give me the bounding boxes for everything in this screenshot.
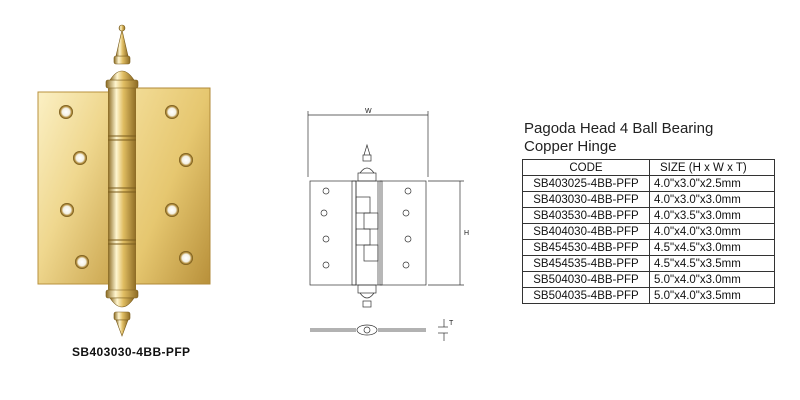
code-cell: SB403530-4BB-PFP <box>522 207 650 224</box>
thickness-label: T <box>449 320 454 327</box>
code-cell: SB404030-4BB-PFP <box>522 223 650 240</box>
product-title-line1: Pagoda Head 4 Ball Bearing <box>524 120 714 137</box>
product-title: Pagoda Head 4 Ball Bearing Copper Hinge <box>524 120 764 156</box>
right-screw-holes <box>165 105 193 265</box>
drawing-left-leaf <box>309 180 357 286</box>
hinge-photo <box>37 24 211 337</box>
code-header: CODE <box>522 159 650 176</box>
size-cell: 4.0"x3.0"x3.0mm <box>649 191 775 208</box>
code-cell: SB504030-4BB-PFP <box>522 271 650 288</box>
hinge-left-leaf <box>37 91 121 285</box>
size-cell: 4.0"x3.5"x3.0mm <box>649 207 775 224</box>
code-cell: SB454530-4BB-PFP <box>522 239 650 256</box>
height-label: H <box>464 230 469 237</box>
table-row: SB403025-4BB-PFP 4.0"x3.0"x2.5mm <box>522 175 775 192</box>
code-cell: SB403030-4BB-PFP <box>522 191 650 208</box>
spec-table-header-row: CODE SIZE (H x W x T) <box>522 159 775 176</box>
hinge-barrel <box>108 86 136 292</box>
drawing-screw-holes <box>320 187 412 269</box>
size-cell: 5.0"x4.0"x3.0mm <box>649 271 775 288</box>
table-row: SB454535-4BB-PFP 4.5"x4.5"x3.5mm <box>522 255 775 272</box>
code-cell: SB504035-4BB-PFP <box>522 287 650 304</box>
table-row: SB403530-4BB-PFP 4.0"x3.5"x3.0mm <box>522 207 775 224</box>
model-caption: SB403030-4BB-PFP <box>72 345 191 359</box>
table-row: SB504030-4BB-PFP 5.0"x4.0"x3.0mm <box>522 271 775 288</box>
size-cell: 5.0"x4.0"x3.5mm <box>649 287 775 304</box>
size-cell: 4.5"x4.5"x3.0mm <box>649 239 775 256</box>
size-header: SIZE (H x W x T) <box>649 159 775 176</box>
size-cell: 4.0"x3.0"x2.5mm <box>649 175 775 192</box>
left-screw-holes <box>59 105 89 269</box>
table-row: SB504035-4BB-PFP 5.0"x4.0"x3.5mm <box>522 287 775 304</box>
code-cell: SB454535-4BB-PFP <box>522 255 650 272</box>
spec-table: CODE SIZE (H x W x T) SB403025-4BB-PFP 4… <box>522 159 775 304</box>
table-row: SB403030-4BB-PFP 4.0"x3.0"x3.0mm <box>522 191 775 208</box>
product-title-line2: Copper Hinge <box>524 138 617 155</box>
drawing-right-leaf <box>379 180 427 286</box>
width-label: W <box>365 108 372 115</box>
size-cell: 4.5"x4.5"x3.5mm <box>649 255 775 272</box>
size-cell: 4.0"x4.0"x3.0mm <box>649 223 775 240</box>
hinge-technical-drawing: W H T <box>307 108 469 341</box>
table-row: SB404030-4BB-PFP 4.0"x4.0"x3.0mm <box>522 223 775 240</box>
top-finial <box>105 24 139 89</box>
hinge-right-leaf <box>127 87 211 285</box>
code-cell: SB403025-4BB-PFP <box>522 175 650 192</box>
table-row: SB454530-4BB-PFP 4.5"x4.5"x3.0mm <box>522 239 775 256</box>
bottom-finial <box>105 289 139 337</box>
